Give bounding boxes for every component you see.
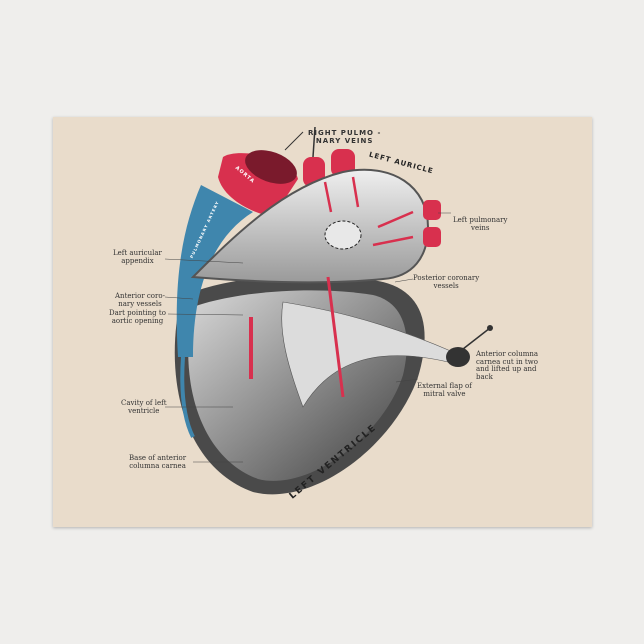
label-posterior-coronary-vessels: Posterior coronary vessels [413,274,480,290]
label-anterior-coronary-vessels: Anterior coro- nary vessels [115,292,165,308]
label-anterior-columna-carnea: Anterior columna carnea cut in two and l… [476,350,539,381]
left-auricle [190,168,430,284]
label-external-flap-mitral-valve: External flap of mitral valve [417,382,472,398]
arrow-red [326,276,345,398]
label-base-anterior-columna: Base of anterior columna carnea [129,454,187,470]
pulmonary-artery [176,185,253,357]
cut-columna-carnea [446,347,470,367]
heart-illustration [164,126,493,495]
label-right-pulmonary-veins: RIGHT PULMO - NARY VEINS [308,129,382,145]
left-pulmonary-vein [423,227,441,247]
flow-arrows [323,176,414,247]
left-pulmonary-vein [423,200,441,220]
label-left-pulmonary-veins: Left pulmonary veins [453,216,508,232]
label-cavity-left-ventricle: Cavity of left ventricle [121,399,167,415]
label-left-auricular-appendix: Left auricular appendix [113,249,162,265]
label-dart-aortic-opening: Dart pointing to aortic opening [109,309,166,325]
pin-icon [462,327,491,350]
postcard: RIGHT PULMO - NARY VEINS LEFT AURICLE AO… [53,117,592,527]
